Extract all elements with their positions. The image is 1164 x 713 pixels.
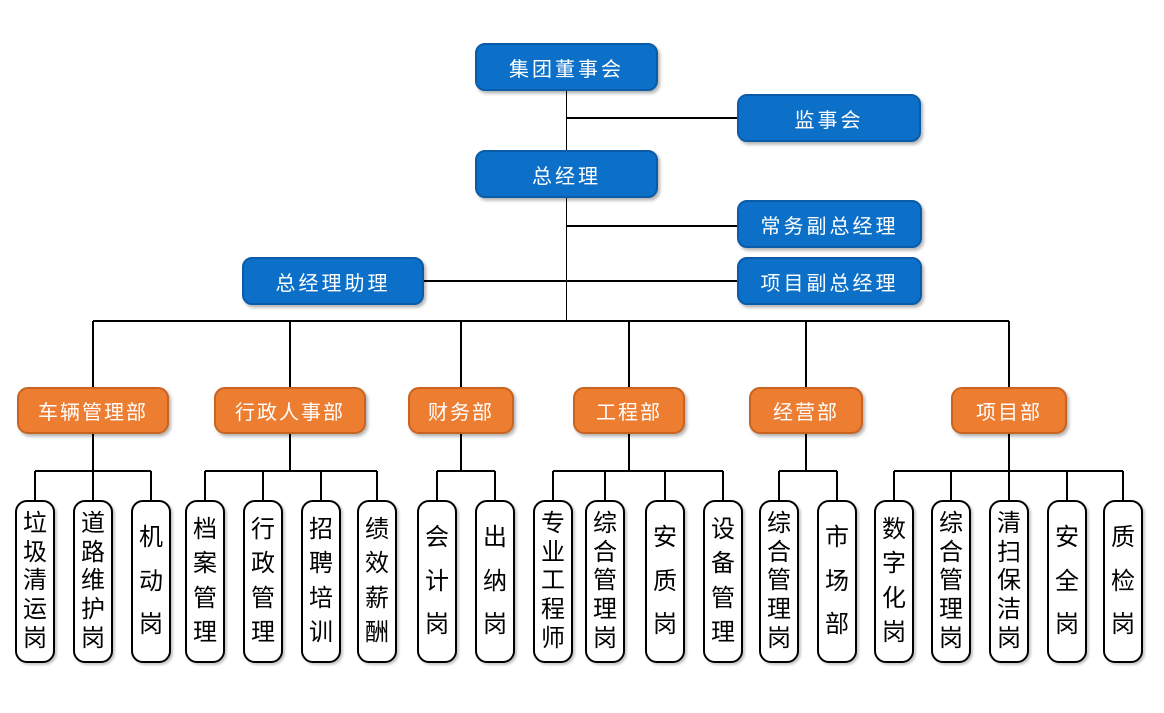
node-supervisory-board: 监事会 bbox=[737, 94, 921, 142]
position-box: 清扫保洁岗 bbox=[989, 500, 1029, 663]
department-label: 经营部 bbox=[773, 402, 839, 424]
node-label: 总经理 bbox=[532, 165, 601, 188]
department-box-vehicle-management: 车辆管理部 bbox=[17, 387, 169, 434]
department-label: 行政人事部 bbox=[235, 402, 345, 424]
connector-line bbox=[722, 471, 724, 500]
connector-line bbox=[150, 471, 152, 500]
connector-line bbox=[836, 471, 838, 500]
connector-line bbox=[628, 321, 630, 387]
position-box: 安质岗 bbox=[645, 500, 685, 663]
position-box: 机动岗 bbox=[131, 500, 171, 663]
position-box: 安全岗 bbox=[1047, 500, 1087, 663]
connector-line bbox=[778, 471, 780, 500]
node-label: 总经理助理 bbox=[275, 272, 391, 295]
node-gm-assistant: 总经理助理 bbox=[242, 257, 424, 305]
node-general-manager: 总经理 bbox=[475, 150, 658, 198]
connector-line bbox=[205, 470, 377, 472]
connector-line bbox=[664, 471, 666, 500]
connector-line bbox=[92, 434, 94, 471]
department-box-finance: 财务部 bbox=[408, 387, 514, 434]
connector-line bbox=[35, 470, 151, 472]
connector-line bbox=[460, 321, 462, 387]
position-box: 道路维护岗 bbox=[73, 500, 113, 663]
connector-line bbox=[1066, 471, 1068, 500]
connector-line bbox=[566, 225, 737, 227]
connector-line bbox=[893, 471, 895, 500]
department-box-admin-hr: 行政人事部 bbox=[214, 387, 366, 434]
connector-line bbox=[628, 434, 630, 471]
connector-line bbox=[204, 471, 206, 500]
connector-line bbox=[320, 471, 322, 500]
department-box-operations: 经营部 bbox=[749, 387, 863, 434]
connector-line bbox=[289, 321, 291, 387]
connector-line bbox=[436, 471, 438, 500]
connector-line bbox=[460, 434, 462, 471]
position-box: 绩效薪酬 bbox=[357, 500, 397, 663]
connector-line bbox=[553, 470, 723, 472]
department-label: 项目部 bbox=[976, 402, 1042, 424]
position-box: 招聘培训 bbox=[301, 500, 341, 663]
position-box: 垃圾清运岗 bbox=[15, 500, 55, 663]
position-box: 综合管理岗 bbox=[759, 500, 799, 663]
department-label: 车辆管理部 bbox=[38, 402, 148, 424]
connector-line bbox=[565, 91, 568, 150]
node-executive-deputy-gm: 常务副总经理 bbox=[737, 200, 922, 248]
connector-line bbox=[604, 471, 606, 500]
position-box: 市场部 bbox=[817, 500, 857, 663]
connector-line bbox=[34, 471, 36, 500]
node-label: 监事会 bbox=[794, 109, 864, 132]
connector-line bbox=[1008, 471, 1010, 500]
position-box: 会计岗 bbox=[417, 500, 457, 663]
connector-line bbox=[262, 471, 264, 500]
department-label: 财务部 bbox=[428, 402, 494, 424]
connector-line bbox=[805, 321, 807, 387]
connector-line bbox=[565, 198, 568, 321]
connector-line bbox=[779, 470, 837, 472]
position-box: 出纳岗 bbox=[475, 500, 515, 663]
node-group-board: 集团董事会 bbox=[475, 43, 658, 91]
connector-line bbox=[494, 471, 496, 500]
position-box: 数字化岗 bbox=[874, 500, 914, 663]
department-box-engineering: 工程部 bbox=[573, 387, 685, 434]
connector-line bbox=[566, 117, 737, 119]
connector-line bbox=[92, 321, 94, 387]
position-box: 质检岗 bbox=[1103, 500, 1143, 663]
connector-line bbox=[92, 471, 94, 500]
connector-line bbox=[1122, 471, 1124, 500]
position-box: 综合管理岗 bbox=[585, 500, 625, 663]
node-label: 集团董事会 bbox=[509, 58, 624, 81]
connector-line bbox=[437, 470, 495, 472]
connector-line bbox=[289, 434, 291, 471]
position-box: 行政管理 bbox=[243, 500, 283, 663]
connector-line bbox=[894, 470, 1123, 472]
connector-line bbox=[376, 471, 378, 500]
connector-line bbox=[950, 471, 952, 500]
position-box: 综合管理岗 bbox=[931, 500, 971, 663]
node-label: 常务副总经理 bbox=[760, 215, 899, 238]
node-project-deputy-gm: 项目副总经理 bbox=[737, 257, 922, 305]
connector-line bbox=[1008, 434, 1010, 471]
department-box-project: 项目部 bbox=[951, 387, 1067, 434]
node-label: 项目副总经理 bbox=[760, 272, 899, 295]
connector-line bbox=[93, 320, 1009, 322]
department-label: 工程部 bbox=[596, 402, 662, 424]
connector-line bbox=[1008, 321, 1010, 387]
connector-line bbox=[805, 434, 807, 471]
position-box: 设备管理 bbox=[703, 500, 743, 663]
connector-line bbox=[552, 471, 554, 500]
position-box: 档案管理 bbox=[185, 500, 225, 663]
position-box: 专业工程师 bbox=[533, 500, 573, 663]
connector-line bbox=[424, 280, 737, 282]
